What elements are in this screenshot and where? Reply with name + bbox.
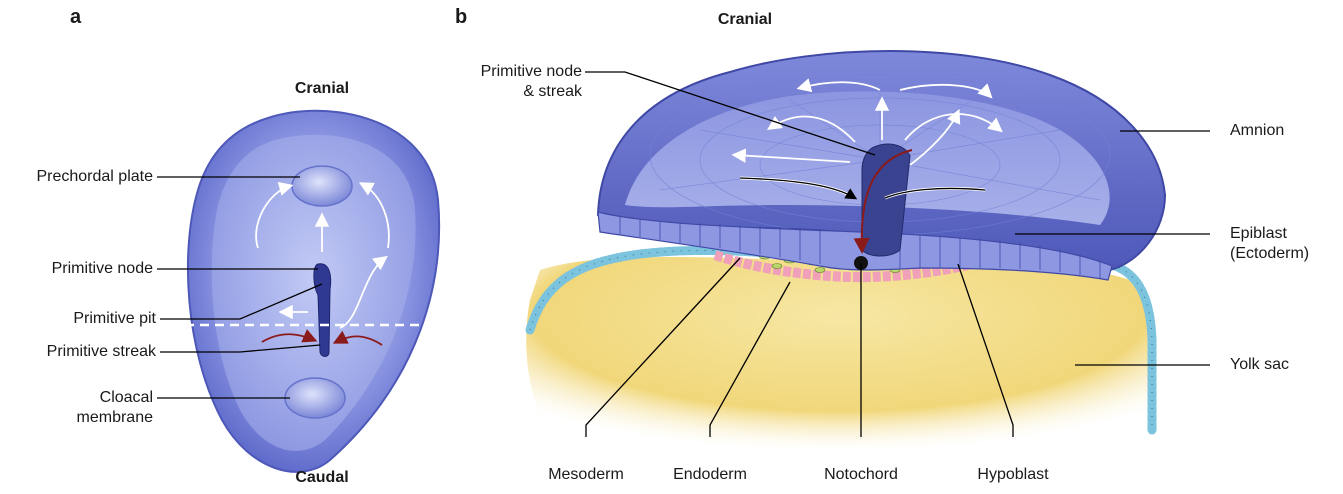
epiblast-label-line2: (Ectoderm)	[1230, 244, 1309, 263]
panel-b-letter: b	[455, 6, 467, 29]
amnion-label: Amnion	[1230, 121, 1284, 140]
yolk-sac-label: Yolk sac	[1230, 355, 1289, 374]
notochord-label: Notochord	[806, 465, 916, 484]
node-streak-label-line2: & streak	[420, 82, 582, 101]
cloacal-membrane-label-line2: membrane	[0, 408, 153, 427]
panel-b-cranial-label: Cranial	[705, 10, 785, 29]
epiblast-label-line1: Epiblast	[1230, 224, 1287, 243]
hypoblast-label: Hypoblast	[958, 465, 1068, 484]
yolk-sac	[526, 257, 1152, 452]
node-streak-label-line1: Primitive node	[420, 62, 582, 81]
primitive-node-label: Primitive node	[0, 259, 153, 278]
cloacal-membrane-label-line1: Cloacal	[0, 388, 153, 407]
prechordal-plate-label: Prechordal plate	[0, 167, 153, 186]
panel-a-cranial-label: Cranial	[282, 79, 362, 98]
primitive-pit-label: Primitive pit	[0, 309, 156, 328]
primitive-streak-label: Primitive streak	[0, 342, 156, 361]
prechordal-plate-oval	[292, 166, 352, 206]
endoderm-label: Endoderm	[660, 465, 760, 484]
cloacal-membrane-oval	[285, 378, 345, 418]
panel-a-letter: a	[70, 6, 81, 29]
mesoderm-label: Mesoderm	[536, 465, 636, 484]
panel-a-caudal-label: Caudal	[282, 468, 362, 487]
